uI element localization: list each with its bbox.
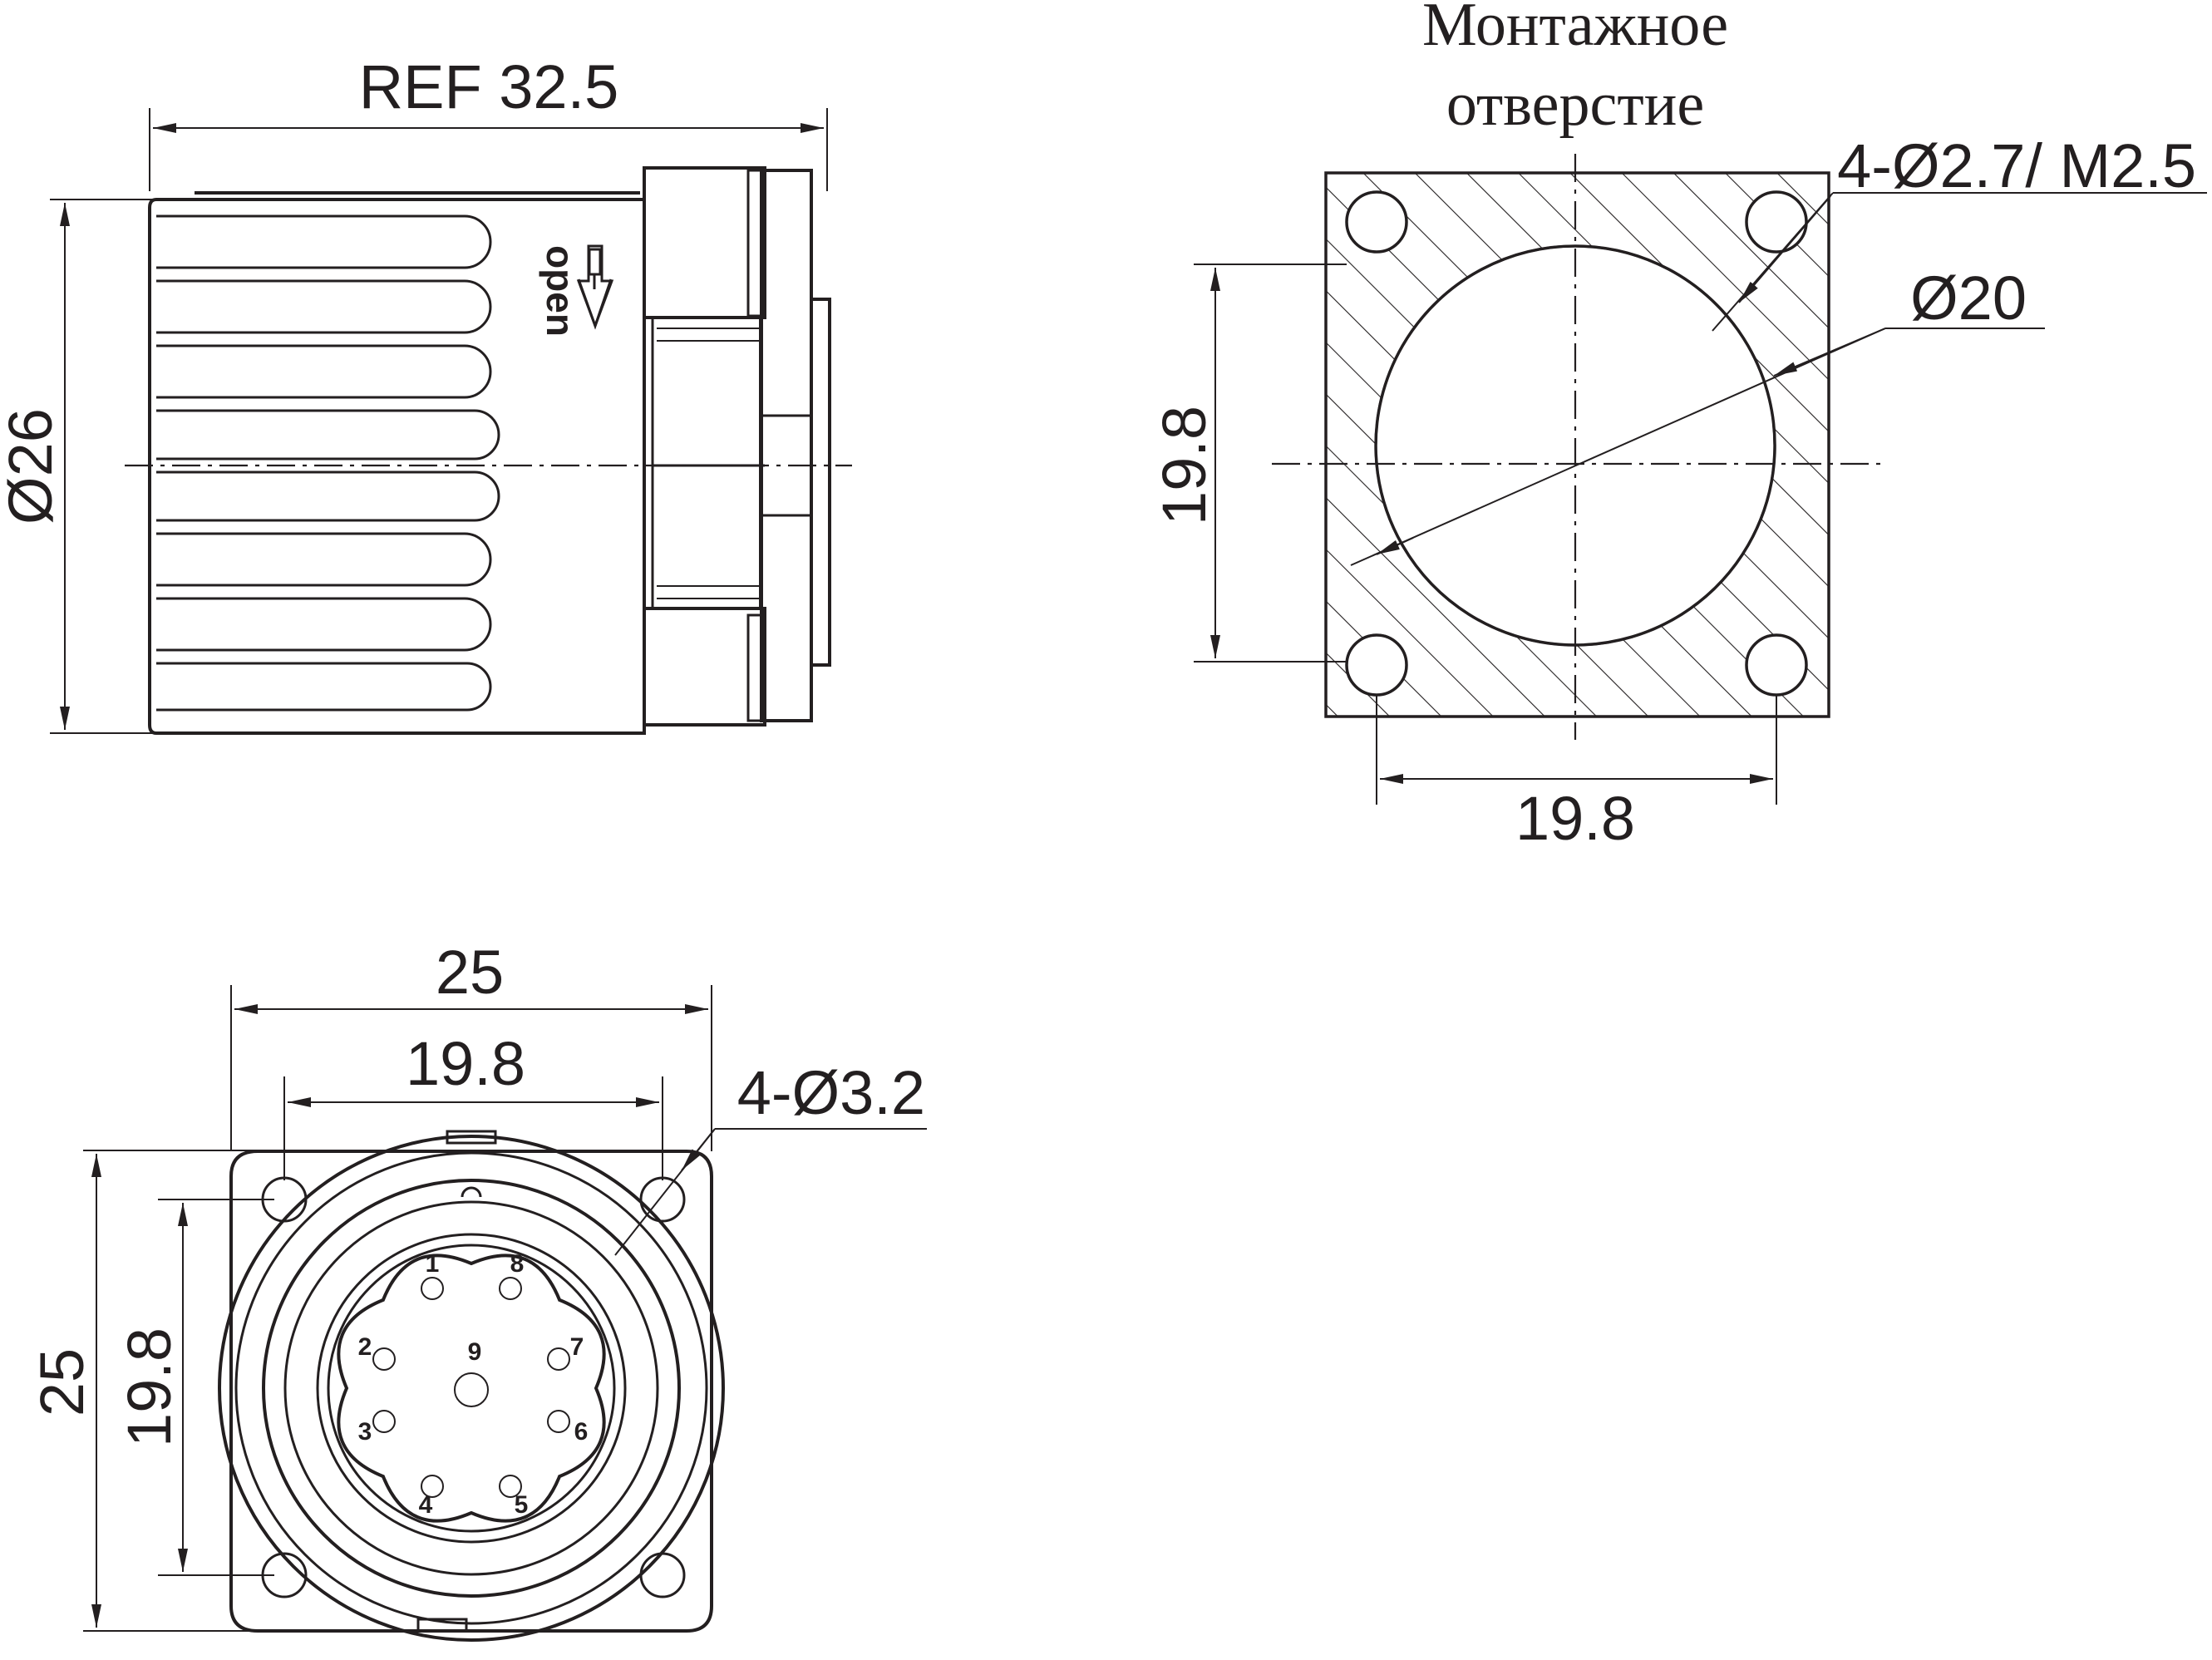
pin-contact [372, 1410, 396, 1433]
mounting-hole-view: Монтажное отверстие 19.8 19.8 [1150, 0, 2207, 853]
front-rings [218, 1130, 725, 1642]
rear-body [643, 166, 831, 727]
pin-contact [499, 1475, 522, 1498]
open-arrow-icon [577, 248, 613, 330]
nut-flute [156, 409, 500, 461]
nut-flute [156, 344, 492, 399]
front-width-dimension: 25 [230, 938, 712, 1151]
mount-holes-label: 4-Ø2.7/ M2.5 [1837, 131, 2196, 200]
mount-hole [1745, 190, 1808, 254]
ref-length-dimension: REF 32.5 [153, 52, 824, 133]
mount-hole [1745, 633, 1808, 697]
rear-ribs [657, 328, 761, 599]
ref-length-label: REF 32.5 [359, 52, 619, 121]
bore-label: Ø20 [1910, 264, 2027, 332]
pin-label: 3 [358, 1418, 372, 1446]
side-view: REF 32.5 Ø26 open [0, 52, 852, 735]
pin-contact [372, 1347, 396, 1371]
mount-holes-callout: 4-Ø2.7/ M2.5 [1712, 131, 2207, 332]
pin-label: 4 [419, 1491, 433, 1519]
pin-label: 2 [358, 1333, 372, 1361]
pin-insert [337, 1254, 606, 1523]
front-hole-y-label: 19.8 [115, 1328, 184, 1447]
nut-flute [156, 214, 492, 269]
pin-contact [421, 1277, 444, 1300]
mount-horizontal-label: 19.8 [1515, 784, 1635, 853]
nut-flute [156, 470, 500, 522]
pin-contact [499, 1277, 522, 1300]
pin-label: 6 [574, 1418, 589, 1446]
open-indicator: open [539, 244, 614, 337]
pin-label: 7 [570, 1333, 584, 1361]
nut-flute [156, 279, 492, 334]
front-width-label: 25 [436, 938, 504, 1007]
flange-hole [639, 1552, 686, 1598]
nut-flutes [156, 214, 500, 712]
front-view: 25 19.8 25 19.8 4-Ø3.2 [27, 938, 927, 1642]
front-height-label: 25 [27, 1348, 96, 1416]
front-hole-x-dimension: 19.8 [283, 1029, 663, 1180]
mounting-hole-title-line2: отверстие [1446, 71, 1704, 139]
flange-hole [261, 1552, 308, 1598]
nut-flute [156, 532, 492, 587]
front-height-dimension: 25 [27, 1150, 258, 1632]
mount-vertical-dimension: 19.8 [1150, 264, 1347, 663]
mount-vertical-label: 19.8 [1150, 406, 1219, 525]
nut-flute [156, 597, 492, 652]
front-hole-x-label: 19.8 [406, 1029, 525, 1098]
flange-hole [639, 1176, 686, 1223]
mounting-hole-title-line1: Монтажное [1422, 0, 1728, 59]
diameter-dimension: Ø26 [0, 203, 70, 730]
pin-contact [547, 1410, 570, 1433]
pin-contact [547, 1347, 570, 1371]
front-hole-y-dimension: 19.8 [115, 1199, 274, 1576]
pin-label: 8 [510, 1250, 525, 1278]
open-label: open [539, 245, 582, 337]
nut-flute [156, 662, 492, 712]
mount-hole [1345, 190, 1408, 254]
pin-layout: 1 2 3 4 5 6 7 8 9 [358, 1250, 589, 1519]
front-holes-label: 4-Ø3.2 [737, 1058, 925, 1127]
pin-contact [454, 1372, 489, 1407]
coupling-nut [148, 191, 646, 735]
pin-label: 5 [515, 1491, 529, 1519]
front-flange [229, 1150, 713, 1633]
hatched-plate [1324, 171, 1830, 718]
pin-contact [421, 1475, 444, 1498]
pin-label: 1 [426, 1250, 440, 1278]
front-holes-callout: 4-Ø3.2 [614, 1058, 927, 1256]
mount-hole [1345, 633, 1408, 697]
diameter-label: Ø26 [0, 408, 65, 525]
mount-horizontal-dimension: 19.8 [1376, 695, 1777, 853]
bore-callout: Ø20 [1350, 264, 2045, 566]
pin-label: 9 [468, 1338, 482, 1366]
